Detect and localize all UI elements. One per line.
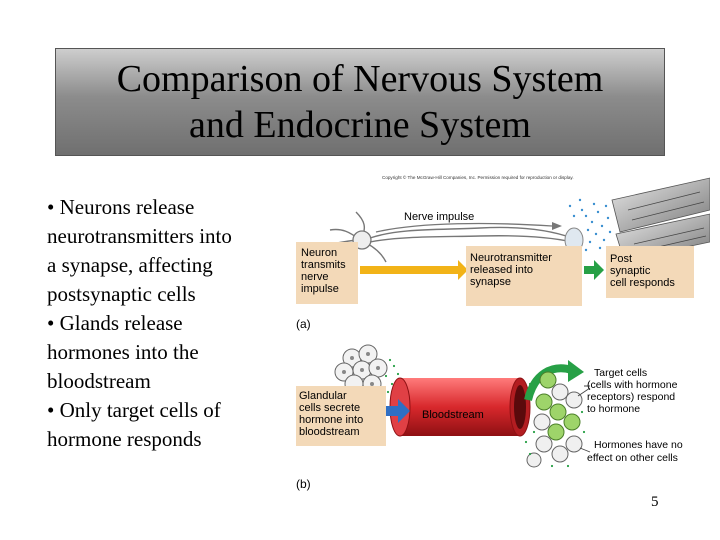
glandular-box-line: Glandular [299, 390, 347, 402]
postsynaptic-box-line: cell responds [610, 277, 675, 289]
neurotransmitter-box-line: synapse [470, 276, 511, 288]
glandular-box-line: hormone into [299, 414, 363, 426]
blood-vessel [389, 377, 531, 437]
neuron-box-line: Neuron [301, 247, 337, 259]
bullet-line: • Only target cells of [47, 398, 221, 422]
yellow-arrow-bar [360, 266, 458, 274]
bullet-line: bloodstream [47, 369, 151, 393]
synapse-terminal [564, 198, 612, 253]
page-number: 5 [651, 494, 659, 510]
postsynaptic-box [606, 246, 694, 298]
bullet-line: postsynaptic cells [47, 282, 196, 306]
bullet-line: neurotransmitters into [47, 224, 232, 248]
neuron-box-line: nerve [301, 271, 329, 283]
nerve-impulse-label: Nerve impulse [404, 211, 474, 223]
bullet-line: • Neurons release [47, 195, 195, 219]
neurotransmitter-box [466, 246, 582, 306]
gland-cells [334, 344, 388, 394]
bloodstream-label: Bloodstream [422, 409, 484, 421]
slide-title: Comparison of Nervous System and Endocri… [55, 48, 665, 156]
no-effect-line: effect on other cells [587, 452, 678, 464]
bullet-line: • Glands release [47, 311, 183, 335]
target-text-line: Target cells [594, 367, 647, 379]
copyright-text: Copyright © The McGraw-Hill Companies, I… [382, 174, 574, 180]
target-callout-line [577, 385, 591, 397]
no-effect-line: Hormones have no [594, 439, 683, 451]
target-text-line: (cells with hormone [587, 379, 678, 391]
part-b-label: (b) [296, 477, 311, 491]
title-line-2: and Endocrine System [189, 104, 531, 146]
green-curved-arrowhead [568, 360, 584, 382]
nerve-impulse-arrow [375, 222, 553, 233]
no-effect-callout-line [579, 447, 591, 453]
nerve-impulse-arrowhead [552, 222, 562, 230]
yellow-arrowhead [458, 260, 468, 280]
neurotransmitter-box-line: released into [470, 264, 533, 276]
nervous-endocrine-figure: Copyright © The McGraw-Hill Companies, I… [290, 170, 710, 500]
green-arrow-a [584, 260, 604, 280]
postsynaptic-box-line: synaptic [610, 265, 651, 277]
neuron-box [296, 242, 358, 304]
target-text-line: to hormone [587, 403, 640, 415]
hormone-dots-right [524, 382, 586, 468]
neuron-box-line: impulse [301, 283, 339, 295]
postsynaptic-box-line: Post [610, 253, 632, 265]
target-cells [526, 371, 583, 468]
glandular-box-line: bloodstream [299, 426, 360, 438]
bullet-line: hormones into the [47, 340, 199, 364]
bullet-line: a synapse, affecting [47, 253, 213, 277]
bullet-line: hormone responds [47, 427, 202, 451]
neurotransmitter-box-line: Neurotransmitter [470, 252, 552, 264]
glandular-box [296, 386, 386, 446]
bullet-list: • Neurons release neurotransmitters into… [47, 193, 297, 454]
glandular-box-line: cells secrete [299, 402, 360, 414]
blue-arrow [386, 399, 410, 423]
title-line-1: Comparison of Nervous System [116, 58, 604, 100]
target-text-line: receptors) respond [587, 391, 675, 403]
part-a-label: (a) [296, 317, 311, 331]
neuron-box-line: transmits [301, 259, 346, 271]
